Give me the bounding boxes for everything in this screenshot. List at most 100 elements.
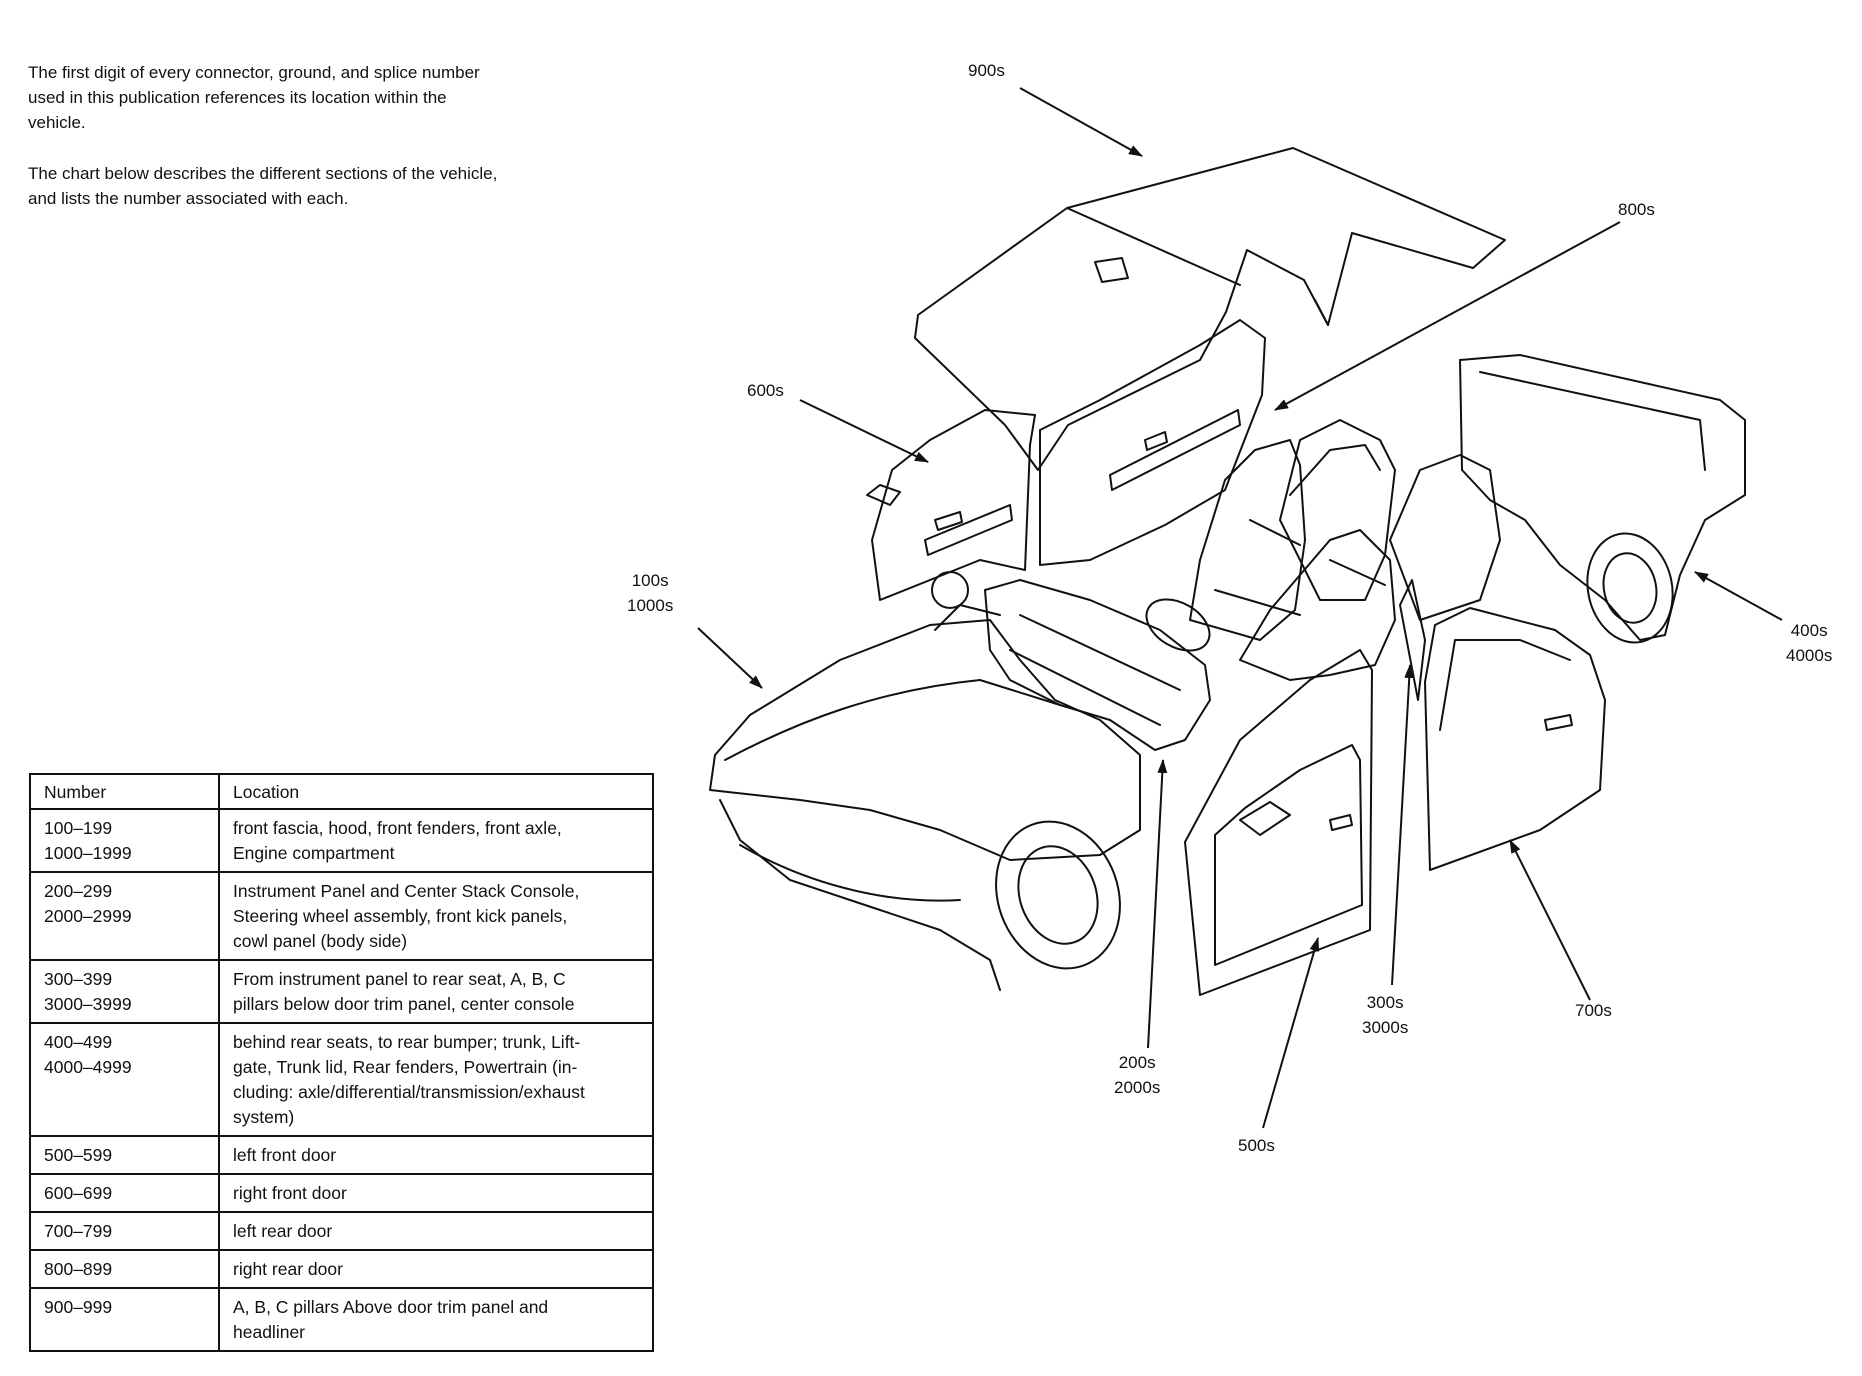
right-rear-door bbox=[1039, 319, 1266, 566]
label-line: 3000s bbox=[1362, 1018, 1409, 1037]
table-row: 300–399 3000–3999 From instrument panel to… bbox=[29, 959, 654, 1024]
location-line: right front door bbox=[233, 1183, 347, 1203]
label-line: 4000s bbox=[1786, 646, 1833, 665]
number-range: 4000–4999 bbox=[44, 1057, 132, 1077]
location-cell: left front door bbox=[218, 1135, 654, 1175]
intro-paragraph-2: The chart below describes the different … bbox=[28, 164, 498, 208]
table-row: 400–499 4000–4999 behind rear seats, to re… bbox=[29, 1022, 654, 1137]
number-range: 200–299 bbox=[44, 881, 113, 901]
table-row: 600–699 right front door bbox=[29, 1173, 654, 1213]
number-cell: 900–999 bbox=[29, 1287, 220, 1352]
number-cell: 100–199 1000–1999 bbox=[29, 808, 220, 873]
table-row: 900–999 A, B, C pillars Above door trim p… bbox=[29, 1287, 654, 1352]
arrow-200 bbox=[1147, 759, 1168, 1049]
label-line: 2000s bbox=[1114, 1078, 1161, 1097]
label-100s: 100s 1000s bbox=[627, 568, 673, 618]
location-cell: right front door bbox=[218, 1173, 654, 1213]
label-700s: 700s bbox=[1575, 998, 1612, 1023]
table-header-row: Number Location bbox=[29, 773, 654, 810]
table-row: 200–299 2000–2999 Instrument Panel and Cen… bbox=[29, 871, 654, 961]
location-table: Number Location 100–199 1000–1999 front fa… bbox=[29, 773, 654, 1352]
number-cell: 300–399 3000–3999 bbox=[29, 959, 220, 1024]
label-800s: 800s bbox=[1618, 197, 1655, 222]
label-line: 900s bbox=[968, 61, 1005, 80]
location-line: left rear door bbox=[233, 1221, 333, 1241]
table-row: 100–199 1000–1999 front fascia, hood, fron… bbox=[29, 808, 654, 873]
label-line: 700s bbox=[1575, 1001, 1612, 1020]
location-cell: Instrument Panel and Center Stack Consol… bbox=[218, 871, 654, 961]
location-cell: A, B, C pillars Above door trim panel an… bbox=[218, 1287, 654, 1352]
number-range: 100–199 bbox=[44, 818, 113, 838]
number-range: 300–399 bbox=[44, 969, 113, 989]
label-400s: 400s 4000s bbox=[1786, 618, 1832, 668]
number-range: 500–599 bbox=[44, 1145, 113, 1165]
label-line: 100s bbox=[631, 571, 669, 590]
header-number: Number bbox=[29, 773, 220, 810]
location-line: front fascia, hood, front fenders, front… bbox=[233, 818, 562, 838]
instrument-panel bbox=[984, 579, 1211, 751]
intro-text: The first digit of every connector, grou… bbox=[28, 60, 498, 237]
location-line: Engine compartment bbox=[233, 843, 395, 863]
label-600s: 600s bbox=[747, 378, 784, 403]
table-row: 700–799 left rear door bbox=[29, 1211, 654, 1251]
interior-seats bbox=[1189, 419, 1501, 681]
location-cell: From instrument panel to rear seat, A, B… bbox=[218, 959, 654, 1024]
label-line: 200s bbox=[1118, 1053, 1156, 1072]
arrow-600 bbox=[799, 399, 929, 463]
location-cell: right rear door bbox=[218, 1249, 654, 1289]
number-range: 900–999 bbox=[44, 1297, 113, 1317]
location-line: Steering wheel assembly, front kick pane… bbox=[233, 906, 568, 926]
number-range: 700–799 bbox=[44, 1221, 113, 1241]
label-line: 1000s bbox=[627, 596, 674, 615]
location-cell: front fascia, hood, front fenders, front… bbox=[218, 808, 654, 873]
left-front-door bbox=[1184, 649, 1373, 996]
table-row: 500–599 left front door bbox=[29, 1135, 654, 1175]
location-line: A, B, C pillars Above door trim panel an… bbox=[233, 1297, 549, 1317]
number-cell: 400–499 4000–4999 bbox=[29, 1022, 220, 1137]
location-line: behind rear seats, to rear bumper; trunk… bbox=[233, 1032, 581, 1052]
number-cell: 200–299 2000–2999 bbox=[29, 871, 220, 961]
number-range: 2000–2999 bbox=[44, 906, 132, 926]
number-range: 600–699 bbox=[44, 1183, 113, 1203]
number-cell: 600–699 bbox=[29, 1173, 220, 1213]
arrow-700 bbox=[1509, 839, 1591, 1001]
number-range: 1000–1999 bbox=[44, 843, 132, 863]
location-line: cowl panel (body side) bbox=[233, 931, 408, 951]
arrow-500 bbox=[1262, 937, 1320, 1129]
intro-paragraph-1: The first digit of every connector, grou… bbox=[28, 63, 480, 132]
label-900s: 900s bbox=[968, 58, 1005, 83]
location-cell: behind rear seats, to rear bumper; trunk… bbox=[218, 1022, 654, 1137]
label-line: 400s bbox=[1790, 621, 1828, 640]
number-range: 800–899 bbox=[44, 1259, 113, 1279]
label-500s: 500s bbox=[1238, 1133, 1275, 1158]
trunk-section bbox=[1459, 354, 1746, 644]
number-range: 3000–3999 bbox=[44, 994, 132, 1014]
number-cell: 500–599 bbox=[29, 1135, 220, 1175]
arrow-100 bbox=[697, 627, 763, 689]
arrow-300 bbox=[1391, 664, 1415, 986]
location-line: system) bbox=[233, 1107, 295, 1127]
location-line: cluding: axle/differential/transmission/… bbox=[233, 1082, 585, 1102]
arrow-800 bbox=[1274, 221, 1621, 411]
label-line: 600s bbox=[747, 381, 784, 400]
location-line: left front door bbox=[233, 1145, 337, 1165]
header-location: Location bbox=[218, 773, 654, 810]
label-line: 500s bbox=[1238, 1136, 1275, 1155]
location-line: gate, Trunk lid, Rear fenders, Powertrai… bbox=[233, 1057, 578, 1077]
left-rear-door bbox=[1424, 607, 1606, 871]
location-line: From instrument panel to rear seat, A, B… bbox=[233, 969, 566, 989]
location-line: headliner bbox=[233, 1322, 305, 1342]
front-hood bbox=[709, 604, 1141, 991]
location-line: pillars below door trim panel, center co… bbox=[233, 994, 575, 1014]
number-cell: 700–799 bbox=[29, 1211, 220, 1251]
label-line: 800s bbox=[1618, 200, 1655, 219]
number-range: 400–499 bbox=[44, 1032, 113, 1052]
label-200s: 200s 2000s bbox=[1114, 1050, 1160, 1100]
label-300s: 300s 3000s bbox=[1362, 990, 1408, 1040]
arrow-900 bbox=[1019, 87, 1143, 157]
location-line: right rear door bbox=[233, 1259, 343, 1279]
location-line: Instrument Panel and Center Stack Consol… bbox=[233, 881, 580, 901]
roof-panel bbox=[914, 147, 1506, 471]
location-cell: left rear door bbox=[218, 1211, 654, 1251]
